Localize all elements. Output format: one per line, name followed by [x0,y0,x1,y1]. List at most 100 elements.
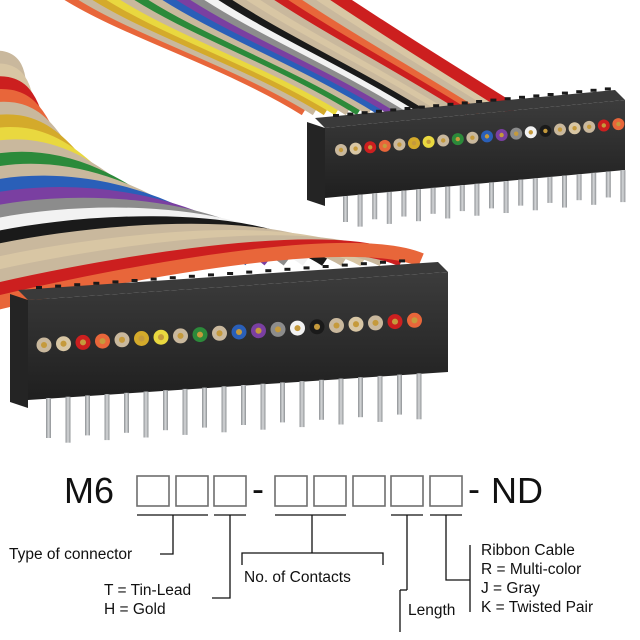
contact-hole [543,128,548,134]
connector-pin [143,391,149,438]
connector-pin [620,170,626,203]
contact-hole [333,322,340,329]
connector-pin [605,171,611,198]
connector-pin [576,174,582,201]
connector-pin [46,398,51,438]
back-wire [330,0,518,116]
connector-pin [562,175,567,208]
label-tin-lead: T = Tin-Lead [104,582,191,599]
connector-pin [474,183,480,216]
connector-pin [241,385,246,425]
contact-hole [338,147,344,153]
connector-pin [65,396,71,443]
label-ribbon-cable: Ribbon Cable [481,542,575,559]
contact-hole [353,146,358,151]
contact-hole [79,339,87,346]
code-box-2 [175,475,209,507]
contact-hole [196,331,204,338]
front-wire [0,242,424,310]
connector-pin [547,176,553,203]
ribbon-connector-back-icon [307,87,626,227]
contact-hole [372,319,379,326]
connector-pin [459,185,465,212]
contact-hole [216,330,223,337]
label-no-of-contacts: No. of Contacts [244,569,351,586]
contact-hole [368,145,373,150]
contact-hole [572,125,577,131]
connector-pin [85,395,90,436]
contact-hole [411,317,418,324]
code-box-5 [313,475,347,507]
contact-hole [382,143,387,149]
contact-hole [118,336,126,343]
part-number-separator-1: - [252,468,264,509]
connector-pin [445,186,451,219]
connector-pin [532,178,538,211]
contact-hole [177,332,184,339]
connector-pin [319,379,324,420]
contact-hole [255,327,262,334]
contact-hole [411,140,417,146]
contact-hole [528,130,533,135]
connector-pin [299,381,305,428]
connector-pin [372,193,378,220]
code-box-7 [390,475,424,507]
contact-hole [40,341,48,349]
contact-hole [557,127,563,132]
connector-pin [357,194,363,227]
cable-assembly-photo [0,0,626,443]
contact-hole [601,123,606,128]
connector-top-face [18,262,448,300]
connector-pin [124,392,129,433]
contact-hole [441,138,446,143]
connector-pin [430,187,436,214]
connector-pin [104,394,110,441]
connector-pin [489,182,494,209]
contact-hole [616,121,621,127]
connector-pin [343,196,348,222]
connector-pin [397,374,402,415]
connector-pin [260,383,266,430]
contact-hole [499,132,504,138]
connector-pin [386,191,392,224]
contact-hole [484,134,490,139]
label-type-of-connector: Type of connector [9,546,132,563]
legend-leader-lines [137,514,471,632]
contact-hole [352,321,360,328]
contact-hole [391,318,399,325]
code-box-4 [274,475,308,507]
contact-hole [470,135,475,140]
connector-pin [518,179,524,206]
connector-pin [591,172,597,205]
connector-top-face [315,90,625,128]
connector-pin [163,390,168,431]
contact-hole [426,139,431,145]
contact-hole [455,136,460,142]
label-length: Length [408,602,455,619]
connector-pin [280,382,285,423]
connector-body [325,100,625,198]
label-ribbon-gray: J = Gray [481,580,540,597]
code-box-3 [213,475,247,507]
contact-hole [235,328,243,336]
connector-pin [377,375,383,422]
front-ribbon-cable [0,50,424,310]
connector-pin [202,387,207,428]
connector-pin [416,373,422,420]
contact-hole [99,338,106,345]
part-number-prefix: M6 [64,470,114,511]
contact-hole [514,131,519,136]
back-ribbon-cable [64,0,518,116]
connector-pin [401,190,407,217]
connector-pin [338,378,344,425]
code-box-1 [136,475,170,507]
contact-hole [397,142,402,147]
label-gold: H = Gold [104,601,166,618]
contact-hole [60,340,67,347]
connector-pin [358,377,363,418]
contact-hole [138,335,145,342]
code-box-6 [352,475,386,507]
contact-hole [587,124,592,130]
part-number-diagram: M6 - - ND Type of connector T = Tin-Lead… [9,468,593,632]
contact-hole [274,326,282,333]
